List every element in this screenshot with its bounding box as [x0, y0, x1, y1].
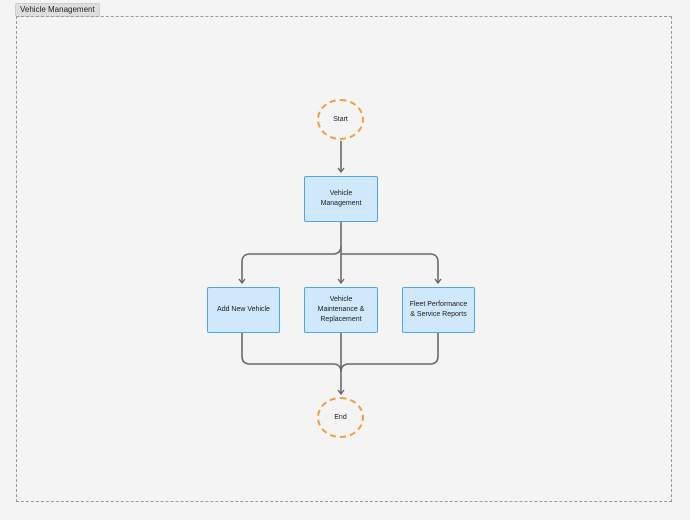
add-new-vehicle-label: Add New Vehicle — [217, 306, 270, 313]
vehicle-management-label: Vehicle Management — [320, 190, 362, 207]
add-new-vehicle-node[interactable]: Add New Vehicle — [207, 287, 280, 333]
start-node[interactable]: Start — [317, 99, 364, 140]
start-label: Start — [333, 115, 348, 123]
end-label: End — [334, 413, 347, 421]
edge-add-new-vehicle-to-end — [241, 333, 342, 373]
diagram-frame — [16, 16, 672, 502]
vehicle-maintenance-label: Vehicle Maintenance & Replacement — [317, 296, 365, 323]
vehicle-maintenance-node[interactable]: Vehicle Maintenance & Replacement — [304, 287, 378, 333]
edge-branch-add-new-vehicle — [238, 222, 342, 285]
fleet-reports-node[interactable]: Fleet Performance & Service Reports — [402, 287, 475, 333]
fleet-reports-label: Fleet Performance & Service Reports — [409, 301, 468, 318]
end-node[interactable]: End — [317, 397, 364, 438]
edge-fleet-reports-to-end — [340, 333, 439, 373]
edge-branch-fleet-reports — [341, 253, 442, 285]
vehicle-management-node[interactable]: Vehicle Management — [304, 176, 378, 222]
